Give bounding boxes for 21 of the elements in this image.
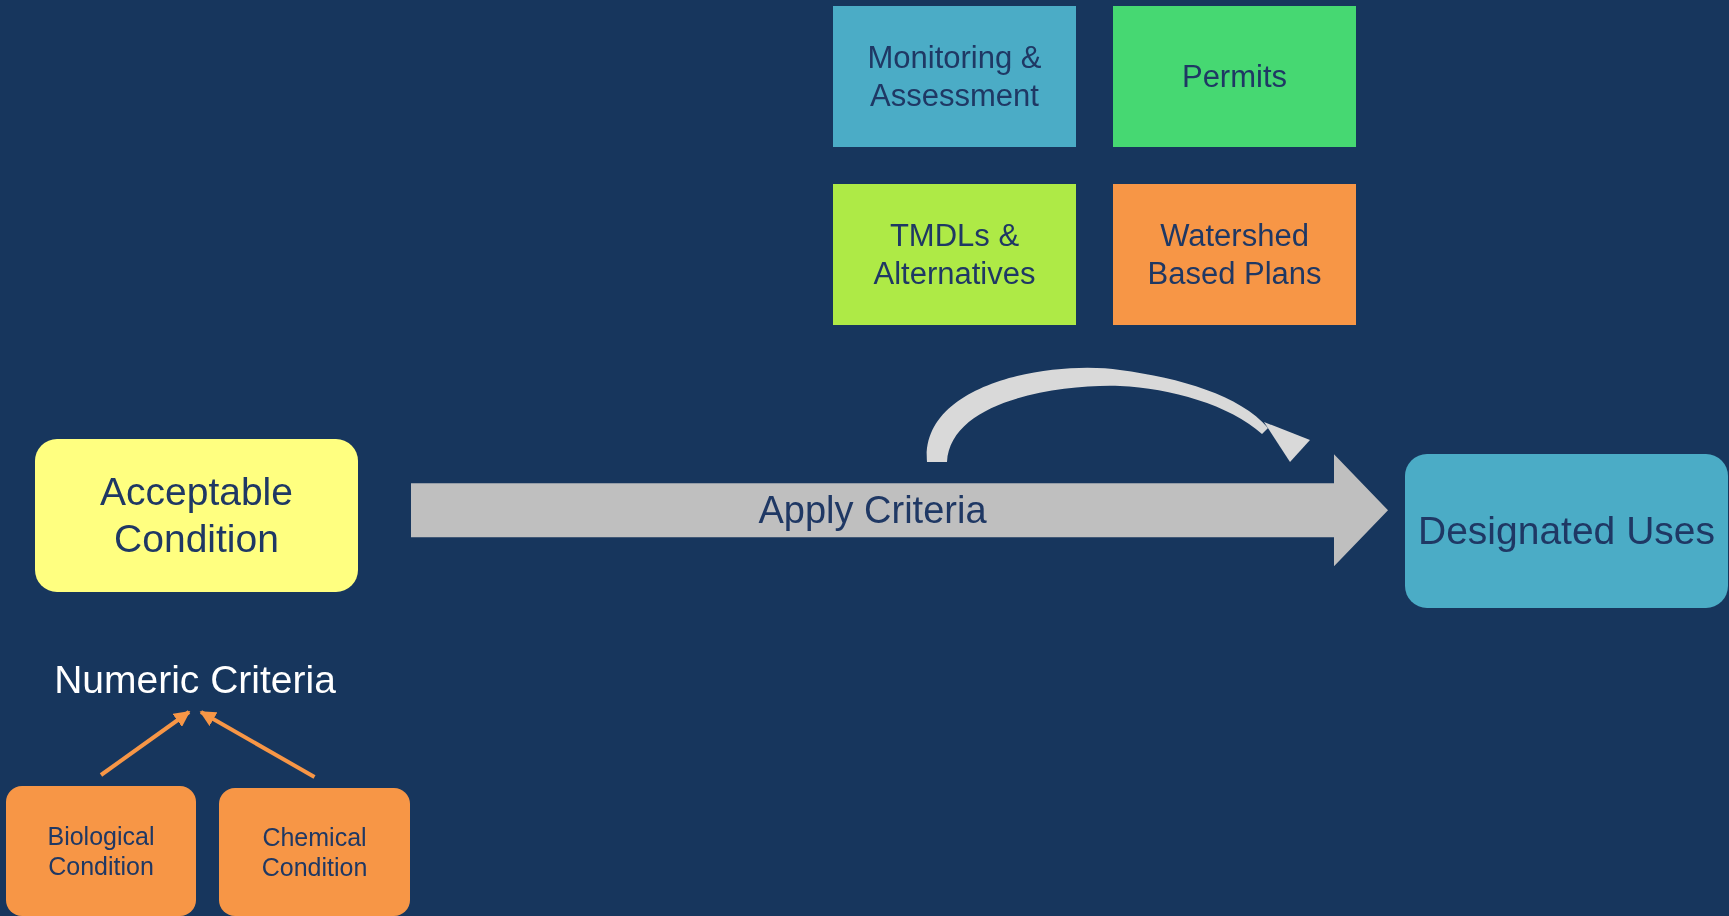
box-label: TMDLs & Alternatives [872, 217, 1037, 292]
arrow [199, 710, 316, 779]
edge-label: Apply Criteria [758, 488, 987, 532]
box-label: Monitoring & Assessment [866, 39, 1043, 114]
block-arrow [411, 454, 1388, 567]
criteria-label: Numeric Criteria [54, 656, 336, 703]
arrow [99, 710, 191, 777]
process-box [1113, 184, 1356, 325]
rounded-box [1405, 454, 1728, 608]
box-label: Biological Condition [46, 821, 156, 881]
process-box [1113, 6, 1356, 147]
rounded-box [219, 788, 410, 916]
box-label: Watershed Based Plans [1146, 217, 1323, 292]
box-label: Chemical Condition [260, 822, 369, 882]
rounded-box [6, 786, 196, 916]
box-label: Acceptable Condition [99, 468, 294, 562]
process-box [833, 6, 1076, 147]
box-label: Designated Uses [1418, 507, 1715, 554]
box-label: Permits [1181, 57, 1288, 96]
process-box [833, 184, 1076, 325]
rounded-box [35, 439, 358, 592]
